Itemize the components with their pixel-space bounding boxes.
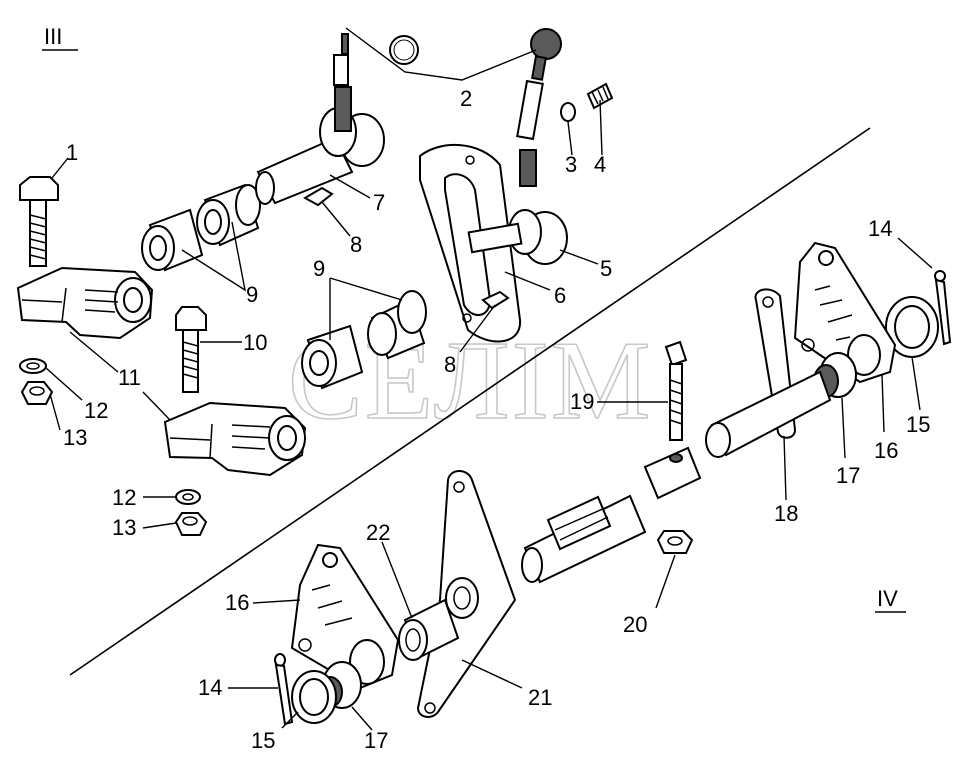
label-19: 19: [570, 389, 594, 414]
part-labels: 1 2 3 4 5 6 7 8 8 9 9 10 11 12 13 12 13 …: [63, 86, 930, 753]
part-13-nut-upper: [20, 381, 54, 405]
part-16-bracket-right: [793, 241, 897, 384]
part-15-washer-left: [291, 670, 337, 724]
part-22-bushing: [398, 598, 460, 661]
label-17-right: 17: [836, 463, 860, 488]
label-6: 6: [554, 283, 566, 308]
part-9-bushing-lower-a: [301, 324, 364, 390]
label-2: 2: [460, 86, 472, 111]
label-9-upper: 9: [246, 282, 258, 307]
part-shaft-block: [643, 446, 702, 500]
label-8-upper: 8: [350, 232, 362, 257]
label-15-right: 15: [906, 412, 930, 437]
label-9-lower: 9: [313, 256, 325, 281]
label-7: 7: [373, 190, 385, 215]
label-12-middle: 12: [112, 485, 136, 510]
svg-text:IV: IV: [877, 586, 898, 611]
section-mark-lower: IV: [875, 586, 906, 613]
part-5-lever-hub: [467, 209, 568, 265]
leader-lines: [45, 27, 933, 731]
label-20: 20: [623, 612, 647, 637]
part-1-bolt: [19, 176, 59, 267]
part-9-bushing-left-b: [196, 183, 261, 247]
label-13-middle: 13: [112, 515, 136, 540]
part-10-bolt: [175, 306, 207, 393]
label-10: 10: [243, 330, 267, 355]
part-5-pin: [516, 55, 547, 187]
label-4: 4: [594, 152, 606, 177]
part-3-ring: [560, 102, 576, 122]
part-12-washer-middle: [175, 489, 201, 505]
label-1: 1: [66, 140, 78, 165]
part-splined-shaft: [521, 494, 647, 584]
part-8-key-upper: [302, 186, 334, 207]
part-4-spring: [586, 82, 614, 110]
part-15-washer-right: [885, 296, 939, 358]
part-8-key-lower: [481, 290, 510, 310]
label-14-right: 14: [868, 216, 892, 241]
part-7-shaft: [255, 33, 385, 205]
part-2-ring-dark: [530, 28, 562, 60]
label-18: 18: [774, 501, 798, 526]
label-5: 5: [600, 256, 612, 281]
label-8-lower: 8: [444, 352, 456, 377]
part-12-washer-upper: [19, 358, 47, 374]
part-20-nut: [656, 530, 694, 554]
part-9-bushing-left-a: [141, 208, 204, 272]
label-22: 22: [366, 520, 390, 545]
part-13-nut-middle: [174, 512, 208, 536]
part-11-yoke-upper: [16, 266, 154, 340]
label-3: 3: [565, 152, 577, 177]
section-divider-line: [69, 127, 871, 676]
label-17-left: 17: [364, 728, 388, 753]
part-9-bushing-lower-b: [367, 290, 427, 360]
label-11-upper: 11: [118, 365, 141, 390]
part-2-ring-open: [389, 35, 419, 65]
label-14-left: 14: [198, 675, 222, 700]
part-11-yoke-lower: [163, 401, 307, 477]
part-19-bolt: [664, 340, 688, 441]
label-15-left: 15: [251, 728, 275, 753]
label-16-left: 16: [225, 590, 249, 615]
label-21: 21: [528, 685, 552, 710]
section-mark-upper: III: [42, 24, 78, 51]
label-12-upper: 12: [84, 398, 108, 423]
part-21-lever: [416, 470, 517, 718]
part-14-cotter-pin-right: [934, 270, 952, 346]
label-16-right: 16: [874, 438, 898, 463]
label-13-upper: 13: [63, 425, 87, 450]
svg-text:III: III: [44, 24, 62, 49]
part-18-lever-shaft: [705, 288, 832, 458]
part-14-cotter-pin-left: [274, 653, 294, 726]
